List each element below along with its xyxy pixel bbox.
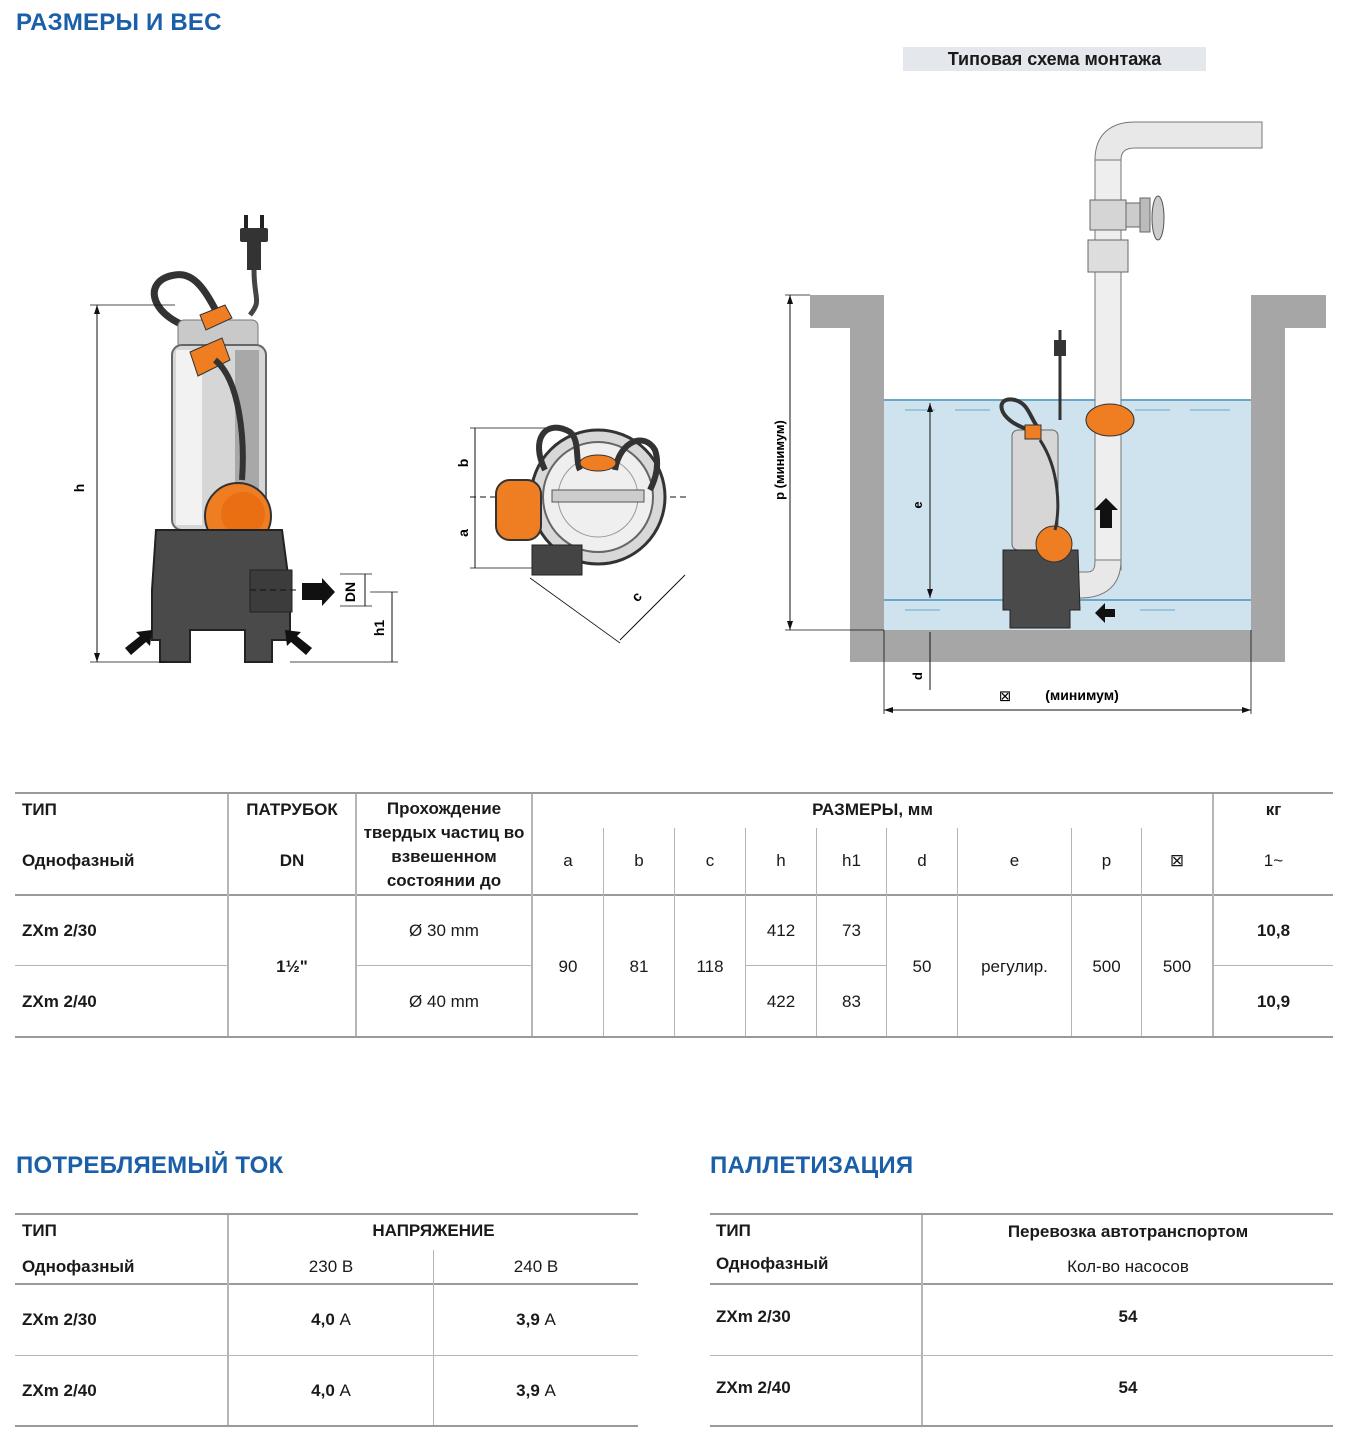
plug-icon	[240, 215, 268, 270]
c-dimension-label: c	[628, 588, 645, 605]
amp-unit: А	[544, 1381, 556, 1400]
square-symbol: ⊠	[999, 688, 1012, 705]
installation-scheme-label: Типовая схема монтажа	[903, 47, 1206, 71]
section-title-dimensions: РАЗМЕРЫ И ВЕС	[16, 9, 222, 36]
current-row1-model: ZXm 2/30	[22, 1310, 97, 1329]
section-title-pallet: ПАЛЛЕТИЗАЦИЯ	[710, 1152, 914, 1179]
col-h: h	[776, 851, 786, 870]
header-kg-phase: 1~	[1263, 851, 1284, 870]
current-header-240: 240 В	[513, 1257, 559, 1276]
shared-a: 90	[558, 957, 578, 976]
shared-square: 500	[1162, 957, 1192, 976]
row1-h1: 73	[842, 921, 861, 940]
pump-top-drawing: b a c	[455, 424, 690, 644]
header-solids: Прохождение твердых частиц во взвешенном…	[363, 799, 525, 890]
row2-model: ZXm 2/40	[22, 992, 97, 1011]
header-dn: DN	[279, 851, 305, 870]
current-header-type: ТИП	[22, 1221, 57, 1240]
current-row1-240: 3,9 А	[434, 1307, 638, 1333]
row2-h: 422	[766, 992, 796, 1011]
pallet-header-phase: Однофазный	[716, 1254, 829, 1273]
amp-unit: А	[544, 1310, 556, 1329]
h1-dimension-label: h1	[371, 620, 387, 637]
current-row1-240-value: 3,9	[516, 1310, 540, 1329]
row1-solids: Ø 30 mm	[409, 921, 479, 940]
header-phase: Однофазный	[22, 851, 135, 870]
row2-h1: 83	[842, 992, 861, 1011]
current-row1-230-value: 4,0	[311, 1310, 335, 1329]
amp-unit: А	[339, 1381, 351, 1400]
b-dimension-label: b	[455, 459, 471, 468]
col-d: d	[917, 851, 927, 870]
shared-dn: 1½"	[276, 957, 308, 976]
col-h1: h1	[842, 851, 861, 870]
p-min-label: p (минимум)	[772, 420, 787, 500]
col-a: a	[563, 851, 573, 870]
width-min-label: (минимум)	[1045, 687, 1118, 703]
a-dimension-label: a	[455, 529, 471, 537]
header-outlet: ПАТРУБОК	[246, 800, 338, 819]
installation-drawing: p (минимум) e d ⊠ (минимум)	[772, 121, 1326, 714]
e-label: e	[910, 501, 925, 508]
h-dimension-label: h	[71, 484, 87, 493]
current-header-230: 230 В	[308, 1257, 354, 1276]
row2-kg: 10,9	[1256, 992, 1291, 1011]
col-square: ⊠	[1169, 851, 1185, 870]
col-e: e	[1009, 851, 1020, 870]
section-title-current: ПОТРЕБЛЯЕМЫЙ ТОК	[16, 1152, 284, 1179]
row1-h: 412	[766, 921, 796, 940]
current-row2-230-value: 4,0	[311, 1381, 335, 1400]
pallet-row2-qty: 54	[1118, 1378, 1138, 1397]
pallet-header-type: ТИП	[716, 1221, 751, 1240]
header-kg: кг	[1265, 800, 1282, 819]
pallet-header-transport: Перевозка автотранспортом	[1007, 1222, 1249, 1241]
current-row2-model: ZXm 2/40	[22, 1381, 97, 1400]
current-row2-230: 4,0 А	[229, 1378, 433, 1404]
row1-kg: 10,8	[1256, 921, 1291, 940]
current-row1-230: 4,0 А	[229, 1307, 433, 1333]
current-row2-240-value: 3,9	[516, 1381, 540, 1400]
pump-side-drawing: h DN h1	[71, 215, 398, 663]
col-p: p	[1101, 851, 1112, 870]
shared-p: 500	[1092, 957, 1121, 976]
col-b: b	[634, 851, 644, 870]
pallet-row2-model: ZXm 2/40	[716, 1378, 791, 1397]
shared-c: 118	[696, 957, 724, 976]
current-header-voltage: НАПРЯЖЕНИЕ	[372, 1221, 495, 1240]
header-sizes: РАЗМЕРЫ, мм	[812, 800, 933, 819]
dn-dimension-label: DN	[342, 582, 358, 602]
row1-model: ZXm 2/30	[22, 921, 97, 940]
d-label: d	[910, 672, 925, 680]
pallet-header-qty: Кол-во насосов	[1067, 1257, 1189, 1276]
shared-d: 50	[912, 957, 932, 976]
current-row2-240: 3,9 А	[434, 1378, 638, 1404]
header-type: ТИП	[22, 800, 57, 819]
row2-solids: Ø 40 mm	[409, 992, 479, 1011]
pallet-row1-model: ZXm 2/30	[716, 1307, 791, 1326]
shared-e: регулир.	[981, 957, 1048, 976]
current-header-phase: Однофазный	[22, 1257, 135, 1276]
col-c: c	[705, 851, 715, 870]
shared-b: 81	[629, 957, 649, 976]
amp-unit: А	[339, 1310, 351, 1329]
pallet-row1-qty: 54	[1118, 1307, 1138, 1326]
